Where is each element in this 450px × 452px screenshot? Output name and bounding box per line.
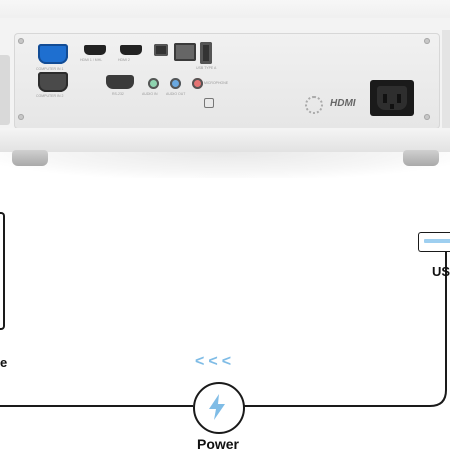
hdmi-port-2 — [120, 45, 142, 55]
usb-device-port — [424, 239, 450, 243]
vga-port-2 — [38, 72, 68, 92]
audio-out-label: AUDIO OUT — [166, 92, 186, 96]
socket-pin — [397, 94, 401, 103]
vga-port — [38, 44, 68, 64]
usb-label: USB TYPE A — [196, 66, 217, 70]
usb-a-port — [200, 42, 212, 64]
audio-in-jack — [148, 78, 159, 89]
microphone-jack — [192, 78, 203, 89]
usb-device-label: US — [432, 264, 450, 279]
vga-in-label: COMPUTER IN 1 — [36, 67, 64, 71]
gear-logo-icon — [305, 96, 323, 114]
serial-port — [106, 75, 134, 89]
socket-pin — [390, 104, 394, 109]
lock-slot-icon — [204, 98, 214, 108]
projector-shadow — [0, 152, 450, 178]
hdmi-logo: HDMI — [330, 98, 356, 109]
projector-foot-left — [12, 150, 48, 166]
projector-left-edge — [0, 55, 10, 125]
serial-label: RS-232 — [112, 92, 124, 96]
hdmi1-label: HDMI 1 / MHL — [80, 58, 103, 62]
socket-pin — [383, 94, 387, 103]
projector-base — [0, 128, 450, 152]
ethernet-port — [174, 43, 196, 61]
screw-icon — [424, 38, 430, 44]
projector-right-edge — [442, 30, 450, 130]
screw-icon — [424, 114, 430, 120]
hdmi-port-1 — [84, 45, 106, 55]
device-left-outline — [0, 212, 5, 330]
lightning-bolt-icon — [209, 394, 225, 420]
audio-in-label: AUDIO IN — [142, 92, 158, 96]
audio-out-jack — [170, 78, 181, 89]
usb-b-port — [154, 44, 168, 56]
vga-in2-label: COMPUTER IN 2 — [36, 94, 64, 98]
screw-icon — [18, 114, 24, 120]
projector-foot-right — [403, 150, 439, 166]
screw-icon — [18, 38, 24, 44]
flow-direction-arrows: <<< — [195, 353, 236, 370]
device-left-label: e — [0, 355, 8, 370]
hdmi2-label: HDMI 2 — [118, 58, 130, 62]
projector-top — [0, 0, 450, 22]
microphone-label: MICROPHONE — [204, 81, 229, 85]
power-label: Power — [196, 436, 239, 452]
